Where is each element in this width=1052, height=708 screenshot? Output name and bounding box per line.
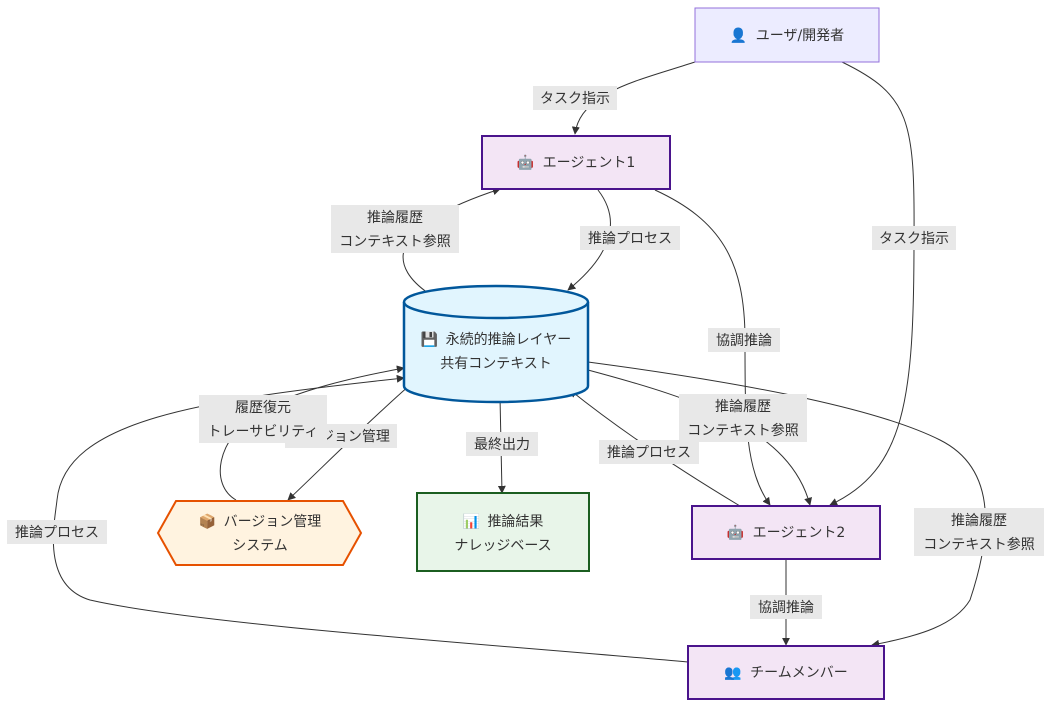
node-user[interactable]: 👤 ユーザ/開発者 [694, 7, 880, 63]
robot-icon: 🤖 [517, 154, 534, 171]
edge-label-store-team: 推論履歴 コンテキスト参照 [914, 508, 1044, 556]
node-kb-line1: 推論結果 [487, 514, 543, 530]
node-agent2[interactable]: 🤖 エージェント2 [691, 505, 881, 560]
floppy-disk-icon: 💾 [421, 331, 438, 348]
bar-chart-icon: 📊 [463, 513, 480, 530]
edge-label-store-kb: 最終出力 [466, 432, 538, 456]
svg-text:コンテキスト参照: コンテキスト参照 [687, 422, 799, 439]
edge-user-agent2 [829, 61, 915, 506]
robot-icon: 🤖 [727, 524, 744, 541]
node-kb-line2: ナレッジベース [454, 538, 551, 554]
edge-label-store-agent2: 推論履歴 コンテキスト参照 [679, 394, 807, 442]
svg-text:協調推論: 協調推論 [758, 600, 814, 616]
edge-label-agent2-store: 推論プロセス [599, 440, 699, 464]
svg-text:コンテキスト参照: コンテキスト参照 [923, 536, 1035, 553]
node-store[interactable]: 💾 永続的推論レイヤー 共有コンテキスト [402, 284, 590, 404]
node-user-label: ユーザ/開発者 [756, 28, 844, 44]
package-icon: 📦 [199, 513, 216, 530]
edge-label-agent2-team: 協調推論 [750, 595, 822, 619]
edge-label-agent1-agent2: 協調推論 [708, 328, 780, 352]
svg-text:トレーサビリティ: トレーサビリティ [208, 424, 319, 440]
svg-text:コンテキスト参照: コンテキスト参照 [339, 233, 451, 250]
svg-text:履歴復元: 履歴復元 [235, 399, 291, 416]
people-icon: 👥 [724, 665, 741, 681]
svg-text:推論プロセス: 推論プロセス [15, 525, 99, 541]
svg-text:推論履歴: 推論履歴 [367, 210, 423, 226]
edge-label-vcs-store: 履歴復元 トレーサビリティ [199, 395, 327, 443]
svg-text:👥 チームメンバー: 👥 チームメンバー [724, 665, 847, 681]
edge-label-user-agent2: タスク指示 [872, 226, 956, 250]
svg-text:📦 バージョン管理: 📦 バージョン管理 [199, 513, 322, 530]
svg-text:タスク指示: タスク指示 [879, 231, 949, 247]
edge-label-agent1-store: 推論プロセス [580, 226, 680, 250]
node-team[interactable]: 👥 チームメンバー [687, 645, 885, 700]
edge-label-store-agent1: 推論履歴 コンテキスト参照 [331, 205, 459, 253]
svg-text:推論プロセス: 推論プロセス [607, 445, 691, 461]
node-vcs-line2: システム [232, 538, 288, 554]
node-team-label: チームメンバー [750, 665, 848, 681]
svg-text:👤 ユーザ/開発者: 👤 ユーザ/開発者 [730, 27, 844, 44]
svg-text:💾 永続的推論レイヤー: 💾 永続的推論レイヤー [421, 331, 571, 348]
edge-store-team [587, 361, 986, 648]
edge-team-store [52, 374, 689, 663]
node-kb[interactable]: 📊 推論結果 ナレッジベース [416, 492, 590, 572]
node-vcs[interactable]: 📦 バージョン管理 システム [156, 500, 363, 566]
node-vcs-line1: バージョン管理 [224, 514, 322, 530]
node-agent1[interactable]: 🤖 エージェント1 [481, 135, 671, 190]
svg-text:推論履歴: 推論履歴 [715, 399, 771, 415]
svg-text:協調推論: 協調推論 [716, 333, 772, 349]
edge-label-team-store: 推論プロセス [7, 520, 107, 544]
svg-text:🤖 エージェント2: 🤖 エージェント2 [727, 524, 846, 541]
svg-text:📊 推論結果: 📊 推論結果 [463, 513, 544, 530]
node-agent2-label: エージェント2 [753, 525, 846, 541]
svg-text:最終出力: 最終出力 [474, 437, 530, 453]
svg-text:推論履歴: 推論履歴 [951, 513, 1007, 529]
node-agent1-label: エージェント1 [543, 155, 636, 171]
svg-text:🤖 エージェント1: 🤖 エージェント1 [517, 154, 636, 171]
svg-text:推論プロセス: 推論プロセス [588, 231, 672, 247]
node-store-line1: 永続的推論レイヤー [446, 331, 572, 348]
svg-text:タスク指示: タスク指示 [540, 91, 610, 107]
node-store-line2: 共有コンテキスト [440, 356, 552, 372]
user-icon: 👤 [730, 27, 747, 44]
edge-label-user-agent1: タスク指示 [533, 86, 617, 110]
